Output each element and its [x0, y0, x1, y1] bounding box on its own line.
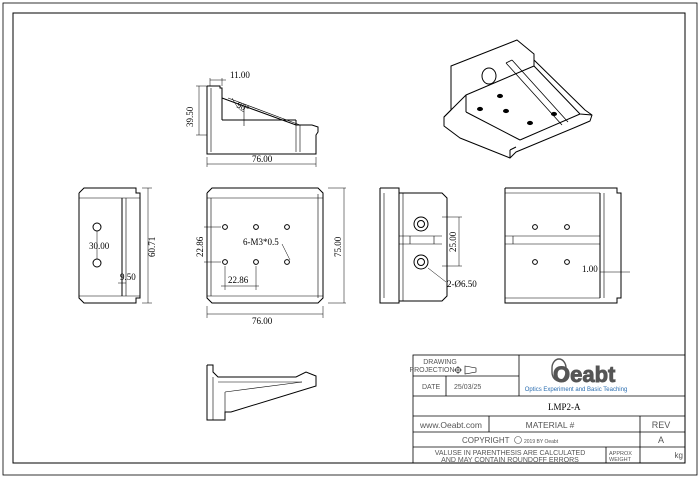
weight-label: WEIGHT	[609, 457, 632, 463]
material-label: MATERIAL #	[526, 420, 575, 430]
company-logo: Oeabt	[553, 362, 616, 387]
company-tagline: Optics Experiment and Basic Teaching	[525, 387, 628, 393]
dim-top-angle: 90°	[235, 100, 251, 115]
dim-section-bore: 2-Ø6.50	[447, 279, 477, 289]
approx-label: APPROX	[609, 451, 632, 457]
dim-top-height: 39.50	[185, 106, 195, 127]
rear-view	[504, 187, 630, 304]
date-value: 25/03/25	[454, 384, 481, 391]
rev-value: A	[658, 435, 664, 445]
dim-rear-step: 1.00	[582, 264, 598, 274]
left-view	[78, 187, 152, 304]
dim-section-slot: 25.00	[448, 231, 458, 252]
dim-left-height: 60.71	[147, 237, 157, 257]
copyright-label: COPYRIGHT	[462, 436, 510, 445]
sheet-border-inner	[12, 12, 686, 464]
top-view	[196, 78, 319, 167]
bottom-view	[206, 364, 317, 421]
copyright-icon	[514, 436, 522, 444]
weight-unit: kg	[675, 451, 683, 460]
dim-front-depth: 75.00	[333, 236, 343, 257]
right-section-view	[379, 187, 462, 304]
note-line-2: AND MAY CONTAIN ROUNDOFF ERRORS	[441, 457, 579, 464]
note-line-1: VALUSE IN PARENTHESIS ARE CALCULATED	[435, 450, 586, 457]
copyright-note: 2019 BY Oeabt	[524, 439, 559, 445]
date-label: DATE	[422, 384, 440, 391]
front-view	[204, 187, 346, 318]
website: www.Oeabt.com	[419, 420, 482, 430]
dim-left-hole-spacing: 30.00	[89, 241, 110, 251]
isometric-view	[443, 39, 593, 159]
dim-left-wall: 9.50	[120, 272, 136, 282]
dim-front-pitch-y: 22.86	[195, 236, 205, 257]
dim-top-width: 76.00	[252, 154, 273, 164]
drawing-label: DRAWING	[423, 359, 457, 366]
rev-label: REV	[652, 420, 671, 430]
dim-top-thickness: 11.00	[230, 70, 250, 80]
dim-front-width: 76.00	[252, 316, 273, 326]
part-number: LMP2-A	[548, 402, 581, 412]
projection-label: PROJECTION	[409, 367, 454, 374]
dim-front-thread: 6-M3*0.5	[243, 237, 279, 247]
title-block	[412, 354, 686, 464]
dim-front-pitch-x: 22.86	[228, 275, 249, 285]
